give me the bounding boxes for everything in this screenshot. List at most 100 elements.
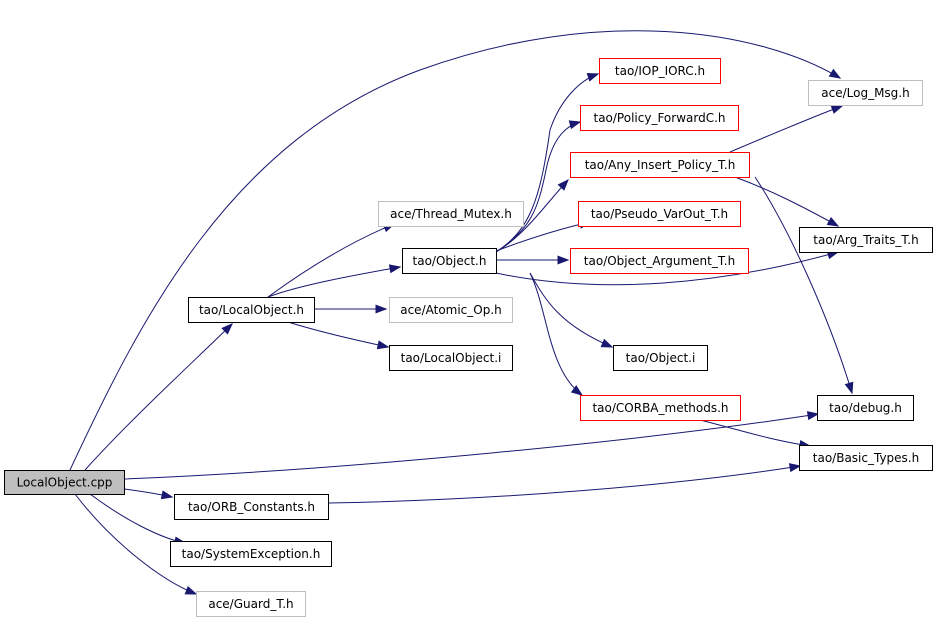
node-label: ace/Thread_Mutex.h: [390, 207, 512, 221]
arrowhead: [600, 338, 614, 348]
edge-line: [89, 493, 186, 544]
edge-line: [287, 321, 389, 348]
arrowhead: [826, 216, 840, 227]
edge-localobject-cpp-to-tao-systemexception-h: [89, 493, 187, 546]
edge-localobject-cpp-to-ace-guard-t-h: [74, 493, 198, 595]
arrowhead: [570, 385, 584, 396]
arrowhead: [376, 340, 390, 350]
node-tao-debug-h[interactable]: tao/debug.h: [817, 395, 914, 421]
node-label: tao/Basic_Types.h: [813, 451, 919, 465]
node-box: [402, 248, 497, 274]
node-box: [578, 201, 741, 227]
node-tao-localobject-i[interactable]: tao/LocalObject.i: [389, 345, 513, 371]
node-box: [799, 445, 933, 471]
edge-tao-object-h-to-tao-object-argument-t-h: [496, 255, 570, 265]
node-localobject-cpp[interactable]: LocalObject.cpp: [4, 470, 125, 495]
node-label: tao/debug.h: [829, 401, 902, 415]
node-box: [599, 58, 721, 84]
edge-tao-localobject-h-to-ace-thread-mutex-h: [267, 223, 396, 298]
node-box: [580, 105, 739, 131]
arrowhead: [844, 381, 854, 395]
node-box: [570, 152, 750, 178]
node-tao-basic-types-h[interactable]: tao/Basic_Types.h: [799, 445, 933, 471]
arrowhead: [557, 255, 570, 265]
arrowhead: [568, 120, 582, 130]
edge-tao-object-h-to-tao-policy-forwardc-h: [495, 120, 582, 253]
edge-line: [754, 176, 853, 394]
arrowhead: [184, 585, 198, 595]
node-ace-guard-t-h[interactable]: ace/Guard_T.h: [196, 591, 306, 617]
node-label: LocalObject.cpp: [17, 476, 113, 490]
edge-localobject-cpp-to-tao-localobject-h: [84, 323, 234, 471]
node-ace-atomic-op-h[interactable]: ace/Atomic_Op.h: [389, 297, 513, 323]
node-layer: LocalObject.cpp tao/LocalObject.h ace/Thre…: [4, 58, 933, 617]
node-label: tao/LocalObject.i: [401, 351, 502, 365]
node-tao-object-h[interactable]: tao/Object.h: [402, 248, 497, 274]
node-box: [799, 227, 933, 253]
edge-tao-orb-constants-h-to-tao-basic-types-h: [327, 463, 802, 504]
node-tao-localobject-h[interactable]: tao/LocalObject.h: [188, 297, 315, 323]
edge-localobject-cpp-to-tao-orb-constants-h: [123, 488, 174, 500]
edge-tao-localobject-h-to-ace-atomic-op-h: [314, 304, 388, 314]
edge-line: [495, 73, 599, 253]
edge-line: [529, 272, 613, 348]
node-box: [570, 248, 749, 274]
edge-layer: [69, 30, 854, 595]
edge-line: [495, 121, 581, 253]
node-tao-orb-constants-h[interactable]: tao/ORB_Constants.h: [174, 494, 329, 520]
node-label: tao/SystemException.h: [182, 547, 321, 561]
arrowhead: [806, 411, 820, 421]
edge-line: [327, 465, 801, 504]
edge-line: [123, 413, 819, 480]
edge-line: [529, 272, 583, 396]
node-label: ace/Atomic_Op.h: [400, 303, 502, 317]
arrowhead: [221, 323, 234, 335]
node-box: [170, 541, 332, 567]
edge-line: [69, 30, 841, 471]
arrowhead: [828, 68, 842, 79]
arrowhead: [160, 490, 174, 500]
node-ace-log-msg-h[interactable]: ace/Log_Msg.h: [808, 80, 923, 106]
node-tao-object-i[interactable]: tao/Object.i: [613, 345, 708, 371]
node-box: [174, 494, 329, 520]
node-box: [4, 470, 125, 495]
edge-line: [267, 266, 401, 298]
node-box: [389, 345, 513, 371]
arrowhead: [586, 73, 600, 82]
edge-line: [495, 179, 569, 253]
edge-tao-localobject-h-to-tao-localobject-i: [287, 321, 390, 350]
edge-line: [84, 323, 233, 471]
node-box: [613, 345, 708, 371]
node-label: tao/Pseudo_VarOut_T.h: [591, 207, 728, 221]
edge-tao-corba-methods-h-to-tao-basic-types-h: [699, 419, 812, 449]
node-label: tao/ORB_Constants.h: [188, 500, 315, 514]
node-label: tao/Object_Argument_T.h: [584, 254, 735, 268]
node-tao-pseudo-varout-t-h[interactable]: tao/Pseudo_VarOut_T.h: [578, 201, 741, 227]
node-label: tao/Policy_ForwardC.h: [593, 111, 725, 125]
edge-tao-any-insert-policy-t-h-to-tao-debug-h: [754, 176, 854, 395]
node-box: [188, 297, 315, 323]
node-box: [196, 591, 306, 617]
edge-localobject-cpp-to-tao-debug-h: [123, 411, 820, 480]
edge-tao-localobject-h-to-tao-object-h: [267, 264, 402, 298]
node-label: tao/Any_Insert_Policy_T.h: [585, 158, 736, 172]
node-tao-iop-iorc-h[interactable]: tao/IOP_IORC.h: [599, 58, 721, 84]
edge-tao-object-h-to-tao-object-i: [529, 272, 614, 348]
node-tao-policy-forwardc-h[interactable]: tao/Policy_ForwardC.h: [580, 105, 739, 131]
edge-tao-object-h-to-tao-iop-iorc-h: [495, 73, 600, 253]
edge-line: [734, 176, 839, 227]
node-tao-any-insert-policy-t-h[interactable]: tao/Any_Insert_Policy_T.h: [570, 152, 750, 178]
node-tao-object-argument-t-h[interactable]: tao/Object_Argument_T.h: [570, 248, 749, 274]
node-tao-systemexception-h[interactable]: tao/SystemException.h: [170, 541, 332, 567]
node-label: tao/Arg_Traits_T.h: [813, 233, 918, 247]
arrowhead: [830, 105, 844, 114]
node-label: ace/Log_Msg.h: [821, 86, 909, 100]
node-label: ace/Guard_T.h: [208, 597, 293, 611]
edge-line: [267, 223, 395, 298]
node-tao-corba-methods-h[interactable]: tao/CORBA_methods.h: [580, 395, 741, 421]
arrowhead: [788, 463, 802, 473]
node-tao-arg-traits-t-h[interactable]: tao/Arg_Traits_T.h: [799, 227, 933, 253]
node-box: [580, 395, 741, 421]
node-ace-thread-mutex-h[interactable]: ace/Thread_Mutex.h: [378, 201, 524, 227]
